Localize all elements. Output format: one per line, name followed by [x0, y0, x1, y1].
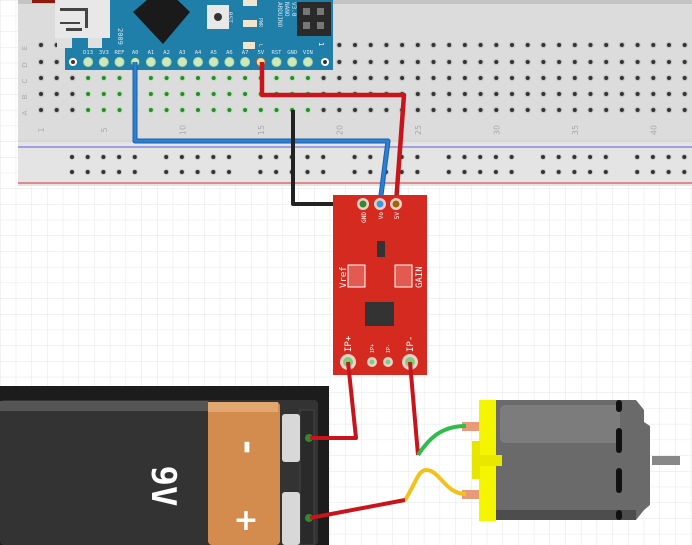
pin-label: A2 — [163, 50, 170, 56]
wire-5v-to-sensor[interactable] — [259, 62, 407, 204]
vref-label: Vref — [339, 266, 349, 288]
arduino-pin[interactable] — [271, 57, 282, 67]
gnd-pin-label: GND — [361, 212, 368, 223]
motor-terminal-2 — [462, 490, 479, 499]
arduino-pin[interactable] — [114, 57, 125, 67]
column-number: 15 — [257, 125, 266, 135]
motor-terminal-1 — [462, 422, 479, 431]
row-label: D — [21, 62, 29, 67]
pin-label: 3V3 — [99, 50, 109, 56]
sensor-ic-chip — [365, 302, 394, 326]
arduino-version: V3.0 — [290, 2, 297, 17]
motor-lead-yellow[interactable] — [403, 467, 467, 502]
5v-pin-label: 5V — [394, 212, 401, 220]
arduino-pin[interactable] — [161, 57, 172, 67]
gain-label: GAIN — [415, 266, 425, 288]
pin-label: REF — [115, 50, 125, 56]
column-number: 5 — [100, 127, 109, 132]
column-number: 40 — [649, 125, 658, 135]
arduino-pin[interactable] — [193, 57, 203, 67]
arduino-pin[interactable] — [302, 57, 313, 67]
vref-pad — [347, 264, 366, 288]
pin-label: A5 — [210, 50, 217, 56]
column-number: 30 — [492, 125, 501, 135]
rst-label: RST — [226, 12, 233, 23]
sensor-pin-5v — [390, 198, 402, 210]
row-label: A — [21, 110, 29, 115]
pin-label: A3 — [179, 50, 186, 56]
sensor-pin-gnd — [357, 198, 369, 210]
arduino-pin[interactable] — [145, 57, 156, 67]
arduino-pin[interactable] — [287, 57, 298, 67]
pin-label: VIN — [303, 50, 313, 56]
usb-connector-icon — [55, 0, 110, 38]
arduino-pin[interactable] — [83, 57, 94, 67]
pwr-led — [243, 20, 257, 27]
tx-led — [243, 0, 257, 6]
pin-label: A4 — [195, 50, 202, 56]
motor-lead-green[interactable] — [416, 424, 467, 457]
chip-label: 2009 — [116, 28, 124, 45]
row-label: B — [21, 94, 29, 99]
arduino-pin-header: D13 3V3 REF A0 A1 A2 A3 A4 A5 A6 A7 5V RST GND VIN — [83, 50, 313, 67]
arduino-pin[interactable] — [208, 57, 219, 67]
pin-label: D13 — [83, 50, 93, 56]
wire-ip-minus-to-motor[interactable] — [408, 361, 420, 456]
pin-label: A0 — [132, 50, 139, 56]
pin-label: A7 — [242, 50, 249, 56]
ip-minus-label: IP- — [406, 336, 416, 352]
battery-plus-label: + — [233, 503, 258, 538]
battery-positive-terminal — [282, 492, 300, 545]
row-label: E — [21, 46, 29, 50]
wire-ip-plus-to-battery[interactable] — [310, 361, 358, 440]
column-number: 10 — [178, 125, 187, 135]
dc-motor — [462, 400, 680, 521]
current-sensor-board: GND Vo 5V Vref GAIN IP+ IP- IP+ IP- — [333, 195, 427, 375]
arduino-title: ARDUINO — [276, 2, 283, 28]
l-led — [243, 42, 255, 49]
smd-component — [377, 241, 385, 257]
battery-voltage-label: 9V — [143, 466, 183, 507]
arduino-pin[interactable] — [224, 57, 235, 67]
arduino-pin[interactable] — [98, 57, 109, 67]
pin-label: A1 — [148, 50, 155, 56]
pin-label: A6 — [226, 50, 233, 56]
l-label: L — [257, 44, 263, 47]
pin-label: GND — [287, 50, 297, 56]
arduino-nano: 2009 RST PWR L ARDUINO NANO V3.0 1 D13 3V… — [32, 0, 333, 70]
small-ip-minus-label: IP- — [386, 344, 392, 353]
ip-plus-label: IP+ — [344, 335, 354, 352]
battery-9v: 9V - + — [0, 386, 329, 545]
arduino-model: NANO — [283, 2, 290, 17]
column-number: 20 — [335, 125, 344, 135]
small-ip-plus-label: IP+ — [370, 344, 376, 353]
battery-minus-label: - — [228, 440, 268, 454]
wire-battery-plus-to-motor[interactable] — [309, 498, 406, 520]
row-labels: E D C B A — [21, 46, 29, 116]
column-number: 35 — [571, 125, 580, 135]
arduino-pin[interactable] — [177, 57, 188, 67]
sensor-pin-vo — [374, 198, 386, 210]
pwr-label: PWR — [257, 18, 263, 28]
column-number: 25 — [414, 125, 423, 135]
battery-negative-terminal — [282, 414, 300, 462]
gain-pad — [394, 264, 413, 288]
row-label: C — [21, 78, 29, 83]
icsp-header — [297, 2, 331, 36]
column-number: 1 — [37, 127, 46, 132]
microcontroller-chip-icon — [133, 0, 190, 44]
pin-label: 5V — [257, 50, 264, 56]
vo-pin-label: Vo — [378, 212, 385, 220]
arduino-pin[interactable] — [240, 57, 251, 67]
header-label: 1 — [317, 42, 325, 46]
pin-label: RST — [272, 50, 283, 56]
